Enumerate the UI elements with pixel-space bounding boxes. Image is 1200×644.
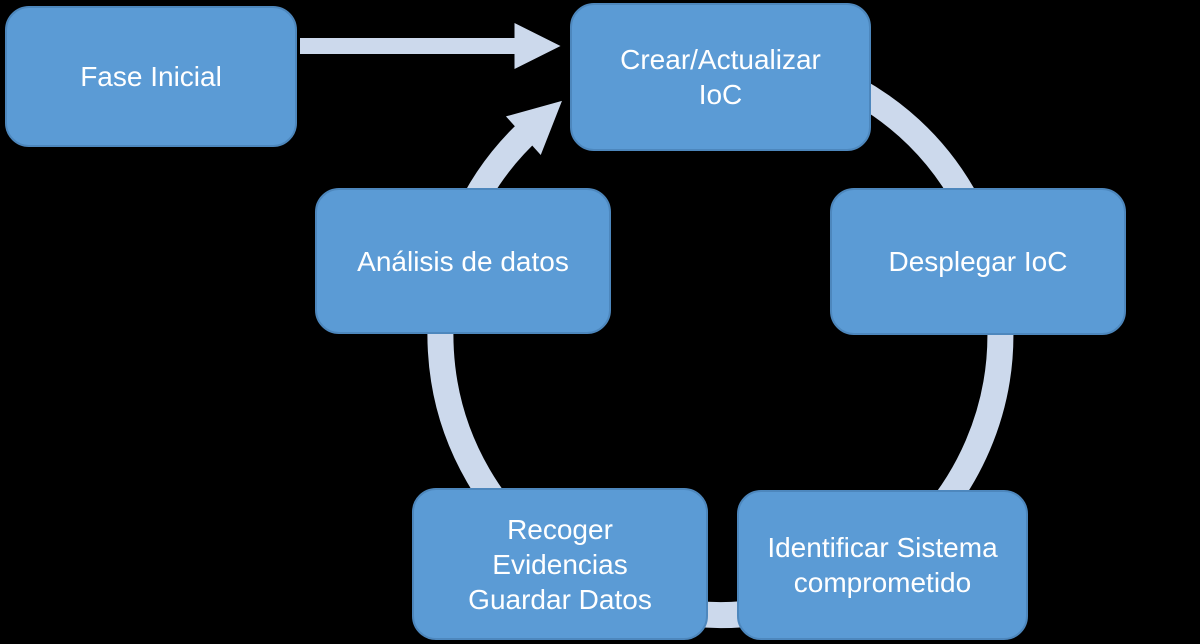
node-identificar-sistema: Identificar Sistema comprometido <box>737 490 1028 640</box>
node-label: Análisis de datos <box>357 245 569 277</box>
node-recoger-evidencias: Recoger Evidencias Guardar Datos <box>412 488 708 640</box>
node-label: Identificar Sistema comprometido <box>767 532 998 598</box>
node-desplegar-ioc: Desplegar IoC <box>830 188 1126 335</box>
node-label: Recoger Evidencias Guardar Datos <box>468 513 652 615</box>
node-label: Fase Inicial <box>80 61 222 92</box>
node-label: Crear/Actualizar IoC <box>620 44 821 110</box>
node-label: Desplegar IoC <box>888 246 1068 277</box>
node-analisis-de-datos: Análisis de datos <box>315 188 611 334</box>
node-fase-inicial: Fase Inicial <box>5 6 297 147</box>
node-crear-actualizar-ioc: Crear/Actualizar IoC <box>570 3 871 151</box>
